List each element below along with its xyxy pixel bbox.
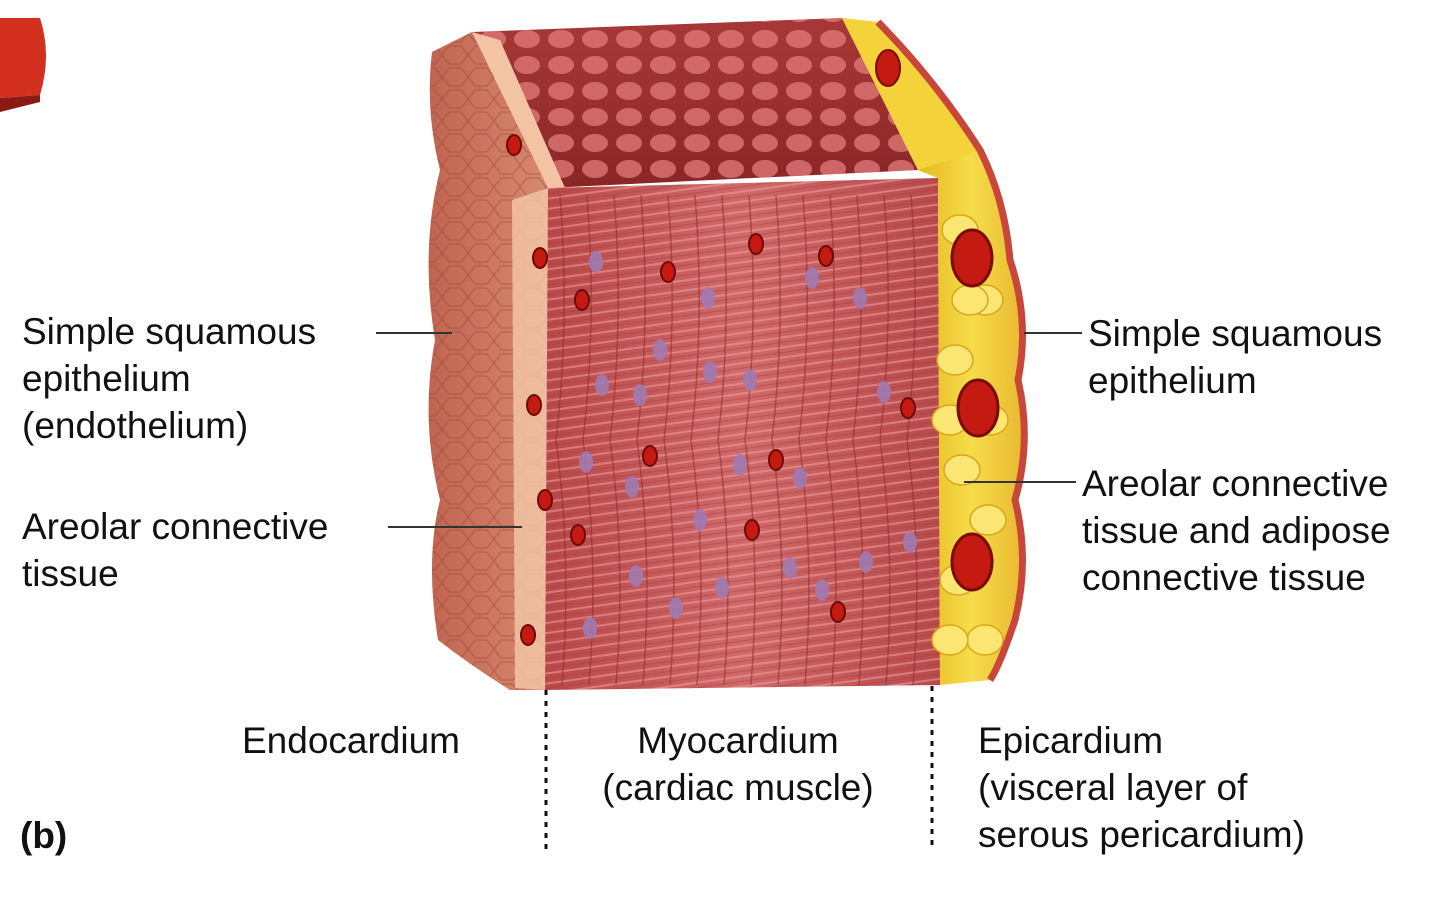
capillary <box>818 245 834 267</box>
muscle-nucleus <box>583 617 597 639</box>
muscle-nucleus <box>579 451 593 473</box>
capillary <box>900 397 916 419</box>
muscle-fiber-outline <box>555 194 567 686</box>
label-left-areolar: Areolar connective tissue <box>22 506 329 594</box>
capillary <box>520 624 536 646</box>
muscle-nucleus <box>793 467 807 489</box>
adipose-cell <box>943 454 981 486</box>
epicardium-blood-vessel <box>950 532 994 592</box>
muscle-fiber-outline <box>906 194 918 686</box>
muscle-fiber-outline <box>771 194 783 686</box>
epicardium-blood-vessel <box>956 378 1000 438</box>
capillary <box>642 445 658 467</box>
capillary <box>768 449 784 471</box>
muscle-nucleus <box>589 251 603 273</box>
muscle-nucleus <box>701 287 715 309</box>
muscle-fiber-outline <box>609 194 621 686</box>
capillary <box>537 489 553 511</box>
muscle-nucleus <box>859 551 873 573</box>
epicardium-top-vessel <box>875 49 901 87</box>
capillary <box>506 134 522 156</box>
muscle-nucleus <box>629 565 643 587</box>
capillary <box>574 289 590 311</box>
label-endocardium: Endocardium <box>242 720 461 761</box>
muscle-fiber-outline <box>744 194 756 686</box>
muscle-fiber-outline <box>636 194 648 686</box>
adipose-cell <box>966 624 1004 656</box>
panel-letter: (b) <box>20 815 68 856</box>
capillary <box>830 601 846 623</box>
epicardium-blood-vessel <box>950 228 994 288</box>
epicardium-epithelium-edge <box>875 19 1028 682</box>
adipose-cell <box>951 284 989 316</box>
muscle-fiber-outline <box>582 194 594 686</box>
capillary <box>660 261 676 283</box>
capillary <box>570 524 586 546</box>
capillary <box>526 394 542 416</box>
muscle-nucleus <box>783 557 797 579</box>
endothelium-band <box>512 188 548 690</box>
capillary <box>532 247 548 269</box>
muscle-nucleus <box>903 531 917 553</box>
muscle-nucleus <box>669 597 683 619</box>
label-left-endothelium: Simple squamous epithelium (endothelium) <box>22 311 317 446</box>
capillary <box>748 233 764 255</box>
muscle-nucleus <box>653 339 667 361</box>
muscle-nucleus <box>693 509 707 531</box>
label-right-areolar-adipose: Areolar connective tissue and adipose co… <box>1082 463 1391 598</box>
muscle-nucleus <box>853 287 867 309</box>
epicardium-top <box>842 18 980 178</box>
muscle-fiber-outline <box>879 194 891 686</box>
muscle-nucleus <box>805 267 819 289</box>
top-face-cells <box>472 18 918 188</box>
muscle-nucleus <box>743 369 757 391</box>
front-face-striations <box>545 178 940 690</box>
muscle-nucleus <box>733 454 747 476</box>
muscle-nucleus <box>595 374 609 396</box>
label-right-epithelium: Simple squamous epithelium <box>1088 313 1383 401</box>
label-epicardium: Epicardium (visceral layer of serous per… <box>978 720 1305 855</box>
muscle-nucleus <box>703 361 717 383</box>
muscle-fiber-outline <box>852 194 864 686</box>
label-myocardium: Myocardium (cardiac muscle) <box>602 720 874 808</box>
muscle-nucleus <box>815 579 829 601</box>
muscle-fiber-outline <box>717 194 729 686</box>
endothelium-top-band <box>472 32 565 188</box>
muscle-nucleus <box>877 381 891 403</box>
capillary <box>744 519 760 541</box>
muscle-nucleus <box>625 476 639 498</box>
muscle-nucleus <box>633 384 647 406</box>
muscle-fiber-outline <box>690 194 702 686</box>
muscle-nucleus <box>715 577 729 599</box>
adipose-cell <box>936 344 974 376</box>
adipose-cell <box>969 504 1007 536</box>
adipose-cell <box>931 624 969 656</box>
